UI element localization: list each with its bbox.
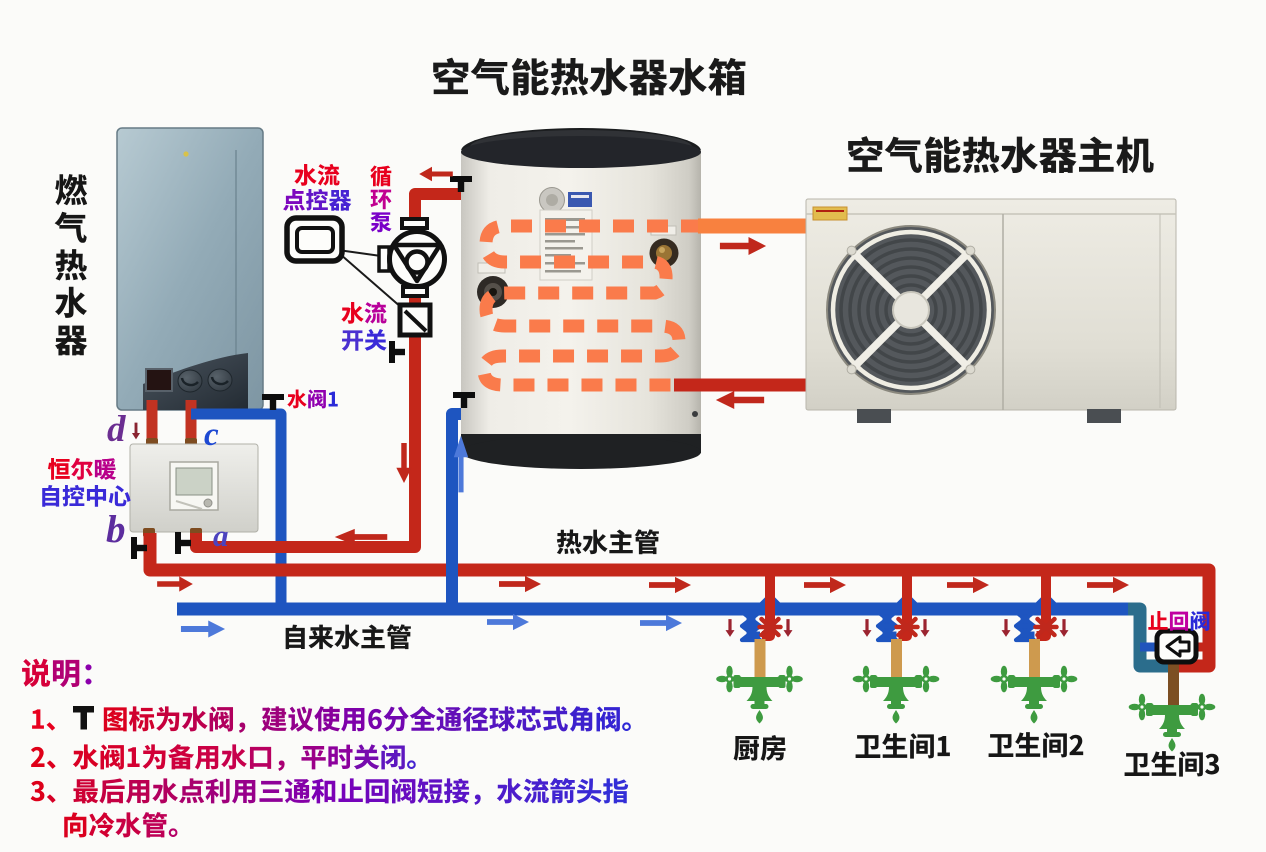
- tap-pipe: [754, 639, 766, 678]
- label-ccLabel1: [47, 457, 117, 480]
- label-note1pre: [32, 709, 56, 731]
- pipe-d: [146, 400, 158, 448]
- pipe-c: [185, 400, 197, 448]
- label-hotMainLabel: [556, 529, 659, 555]
- tap-pipe: [1029, 639, 1040, 678]
- label-gasLabel: [54, 174, 88, 356]
- label-cvLabel: [1148, 610, 1210, 631]
- port-letter-d: d: [107, 409, 126, 450]
- fixture-drop: [716, 570, 803, 724]
- control-center: [129, 443, 259, 537]
- label-fsLabel1: [341, 301, 387, 324]
- port-letter-c: c: [204, 417, 219, 453]
- tap-pipe-bath3: [1168, 661, 1179, 707]
- note1-valve-icon: [73, 706, 94, 730]
- label-pumpLabel: [370, 165, 392, 233]
- port-letter-a: a: [213, 518, 229, 553]
- label-coldMainLabel: [285, 624, 411, 650]
- gas-water-heater: [116, 127, 264, 448]
- fixture-drop: [853, 570, 940, 724]
- label-fx2: [988, 732, 1084, 758]
- fan-hub: [892, 291, 930, 329]
- check-valve: [1154, 628, 1199, 665]
- label-titleHP: [848, 136, 1154, 174]
- port-letter-b: b: [106, 508, 126, 551]
- fixture-bath3: [1129, 661, 1216, 752]
- text-labels: [22, 57, 1220, 838]
- fixtures: [716, 570, 1215, 752]
- label-notesHead: [22, 658, 92, 688]
- unit-foot: [1087, 409, 1121, 423]
- label-valve1Label: [287, 389, 338, 409]
- label-fx0: [733, 735, 786, 761]
- label-note3cont: [64, 812, 178, 838]
- label-note3: [30, 778, 629, 805]
- label-fx1: [855, 733, 950, 759]
- fixture-drop: [991, 570, 1078, 724]
- label-titleTank: [433, 57, 746, 96]
- hot-main-pipe: [143, 533, 1216, 673]
- label-note2: [30, 744, 416, 771]
- label-fsLabel2: [341, 329, 387, 351]
- tank-to-control-pipe: [190, 188, 470, 553]
- label-fx3: [1124, 751, 1220, 777]
- label-fcLabel1: [294, 163, 340, 186]
- coil-dashed-pipe: [477, 219, 702, 392]
- heat-exchange-coil: [477, 218, 808, 392]
- fan-guard-ring: [830, 229, 992, 391]
- label-ccLabel2: [42, 484, 131, 507]
- port-letters: d c b a: [106, 409, 229, 553]
- label-note1text: [103, 706, 631, 733]
- unit-foot: [857, 409, 891, 423]
- heat-pump-unit: [805, 198, 1177, 423]
- tap-pipe: [891, 639, 902, 678]
- pump-assembly: [131, 166, 475, 559]
- label-fcLabel2: [283, 188, 352, 211]
